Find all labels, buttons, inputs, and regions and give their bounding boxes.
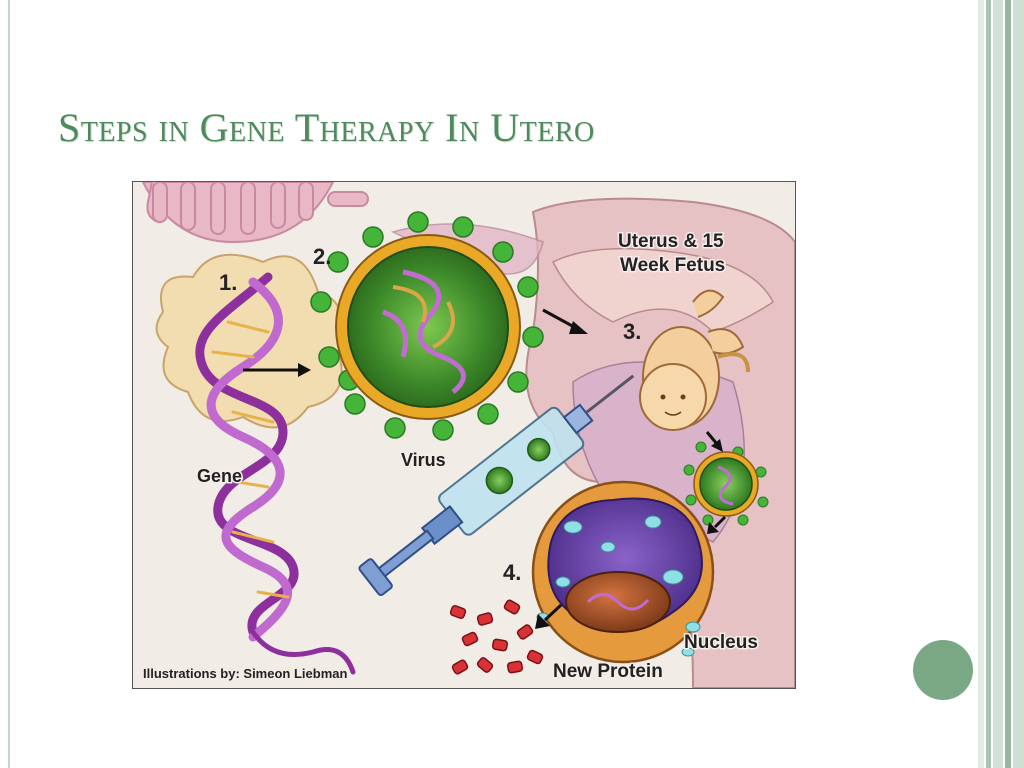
uterus-label-line1: Uterus & 15 xyxy=(618,231,724,252)
step-4-label: 4. xyxy=(503,560,521,585)
dna-helix xyxy=(195,272,356,675)
step-1-label: 1. xyxy=(219,270,237,295)
uterus-label-line2: Week Fetus xyxy=(620,255,725,276)
illustration-credit: Illustrations by: Simeon Liebman xyxy=(143,666,347,681)
target-cell xyxy=(531,480,715,664)
tissue-background-shape xyxy=(141,182,369,244)
virus-particle xyxy=(310,211,544,441)
virus-particle-small xyxy=(683,441,769,526)
new-protein-label: New Protein xyxy=(553,661,663,682)
arrow-nucleus-to-protein xyxy=(535,603,563,629)
nucleus-label: Nucleus xyxy=(684,632,758,653)
slide-title: Steps in Gene Therapy In Utero xyxy=(58,105,595,150)
arrow-out-of-virus-small xyxy=(707,515,727,534)
syringe xyxy=(358,374,635,597)
gene-therapy-illustration: 1. 2. 3. 4. Uterus & 15 Week Fetus Gene … xyxy=(132,181,796,689)
step-2-label: 2. xyxy=(313,244,331,269)
fetus xyxy=(639,289,750,431)
arrow-gene-to-virus xyxy=(243,363,311,377)
virus-label: Virus xyxy=(401,450,446,470)
right-decorative-stripes xyxy=(978,0,1024,768)
new-protein-pieces xyxy=(449,599,544,675)
arrow-into-virus-small xyxy=(705,431,723,452)
arrow-virus-to-uterus xyxy=(542,308,588,334)
left-border-rule xyxy=(8,0,10,768)
gene-label: Gene xyxy=(197,466,242,486)
decorative-circle xyxy=(913,640,973,700)
step-3-label: 3. xyxy=(623,319,641,344)
